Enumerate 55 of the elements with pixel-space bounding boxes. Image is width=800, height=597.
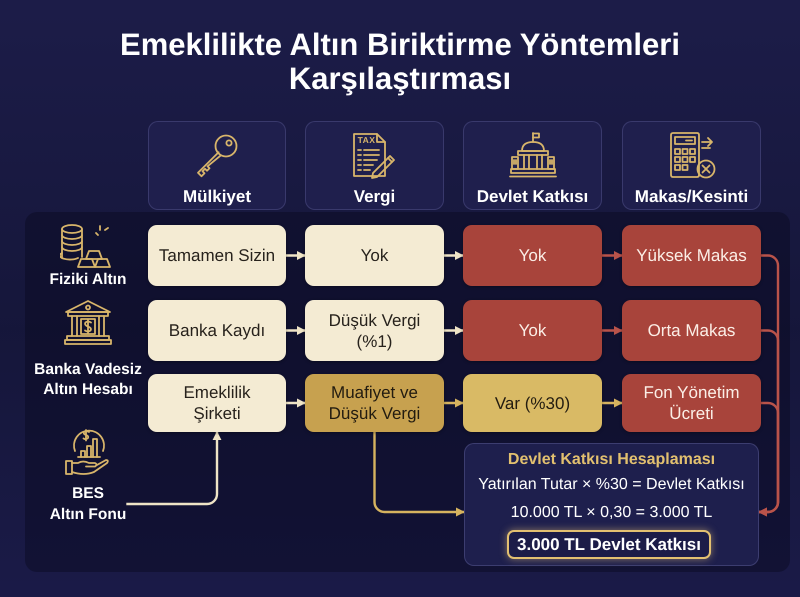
column-heading: Makas/Kesinti: [634, 187, 748, 207]
comparison-box: [305, 225, 444, 286]
header-card: [622, 121, 761, 210]
arrow: [286, 251, 306, 260]
comparison-box: [622, 300, 761, 361]
calculation-panel: [464, 443, 759, 566]
box-text: Fon Yönetim Ücreti: [642, 382, 741, 424]
arrow: [286, 326, 306, 335]
box-text: Var (%30): [494, 392, 570, 414]
column-heading: Devlet Katkısı: [476, 187, 588, 207]
row-heading: Banka Vadesiz Altın Hesabı: [33, 360, 143, 400]
comparison-box: [622, 225, 761, 286]
formula-text: 10.000 TL × 0,30 = 3.000 TL: [510, 503, 712, 523]
arrow: [444, 251, 464, 260]
box-text: Banka Kaydı: [168, 320, 266, 341]
arrow: [126, 431, 222, 506]
icon-text: TAX: [358, 135, 376, 145]
arrow: [286, 398, 306, 408]
comparison-box: [463, 300, 602, 361]
box-text: Emeklilik Şirketi: [182, 382, 252, 424]
arrow: [602, 398, 623, 408]
result-box: [507, 530, 711, 559]
panel-heading: Devlet Katkısı Hesaplaması: [508, 450, 716, 470]
comparison-box: [463, 374, 602, 432]
box-text: Orta Makas: [648, 320, 736, 341]
comparison-box: [463, 225, 602, 286]
box-text: Yüksek Makas: [636, 245, 747, 266]
comparison-box: [148, 374, 286, 432]
column-heading: Vergi: [354, 187, 396, 207]
column-heading: Mülkiyet: [182, 187, 252, 207]
box-text: Yok: [518, 245, 546, 266]
header-card: [463, 121, 602, 210]
header-card: [148, 121, 286, 210]
arrow: [758, 402, 780, 516]
formula-text: Yatırılan Tutar × %30 = Devlet Katkısı: [478, 475, 745, 495]
header-card: [305, 121, 444, 210]
comparison-box: [622, 374, 761, 432]
title: Emeklilikte Altın Biriktirme Yöntemleri Karşılaştırması: [119, 28, 681, 96]
box-text: Yok: [518, 320, 546, 341]
comparison-box: [305, 374, 444, 432]
row-heading: BES Altın Fonu: [50, 483, 126, 525]
box-text: Tamamen Sizin: [158, 245, 276, 266]
arrow: [602, 251, 623, 260]
box-text: Yok: [360, 245, 388, 266]
box-text: Düşük Vergi (%1): [328, 310, 422, 352]
arrow: [444, 398, 464, 408]
box-text: Muafiyet ve Düşük Vergi: [328, 382, 422, 424]
arrow: [373, 432, 465, 516]
arrow: [602, 326, 623, 335]
arrow: [444, 326, 464, 335]
comparison-box: [305, 300, 444, 361]
row-heading: Fiziki Altın: [50, 270, 126, 289]
result-text: 3.000 TL Devlet Katkısı: [517, 534, 701, 554]
comparison-box: [148, 300, 286, 361]
comparison-box: [148, 225, 286, 286]
